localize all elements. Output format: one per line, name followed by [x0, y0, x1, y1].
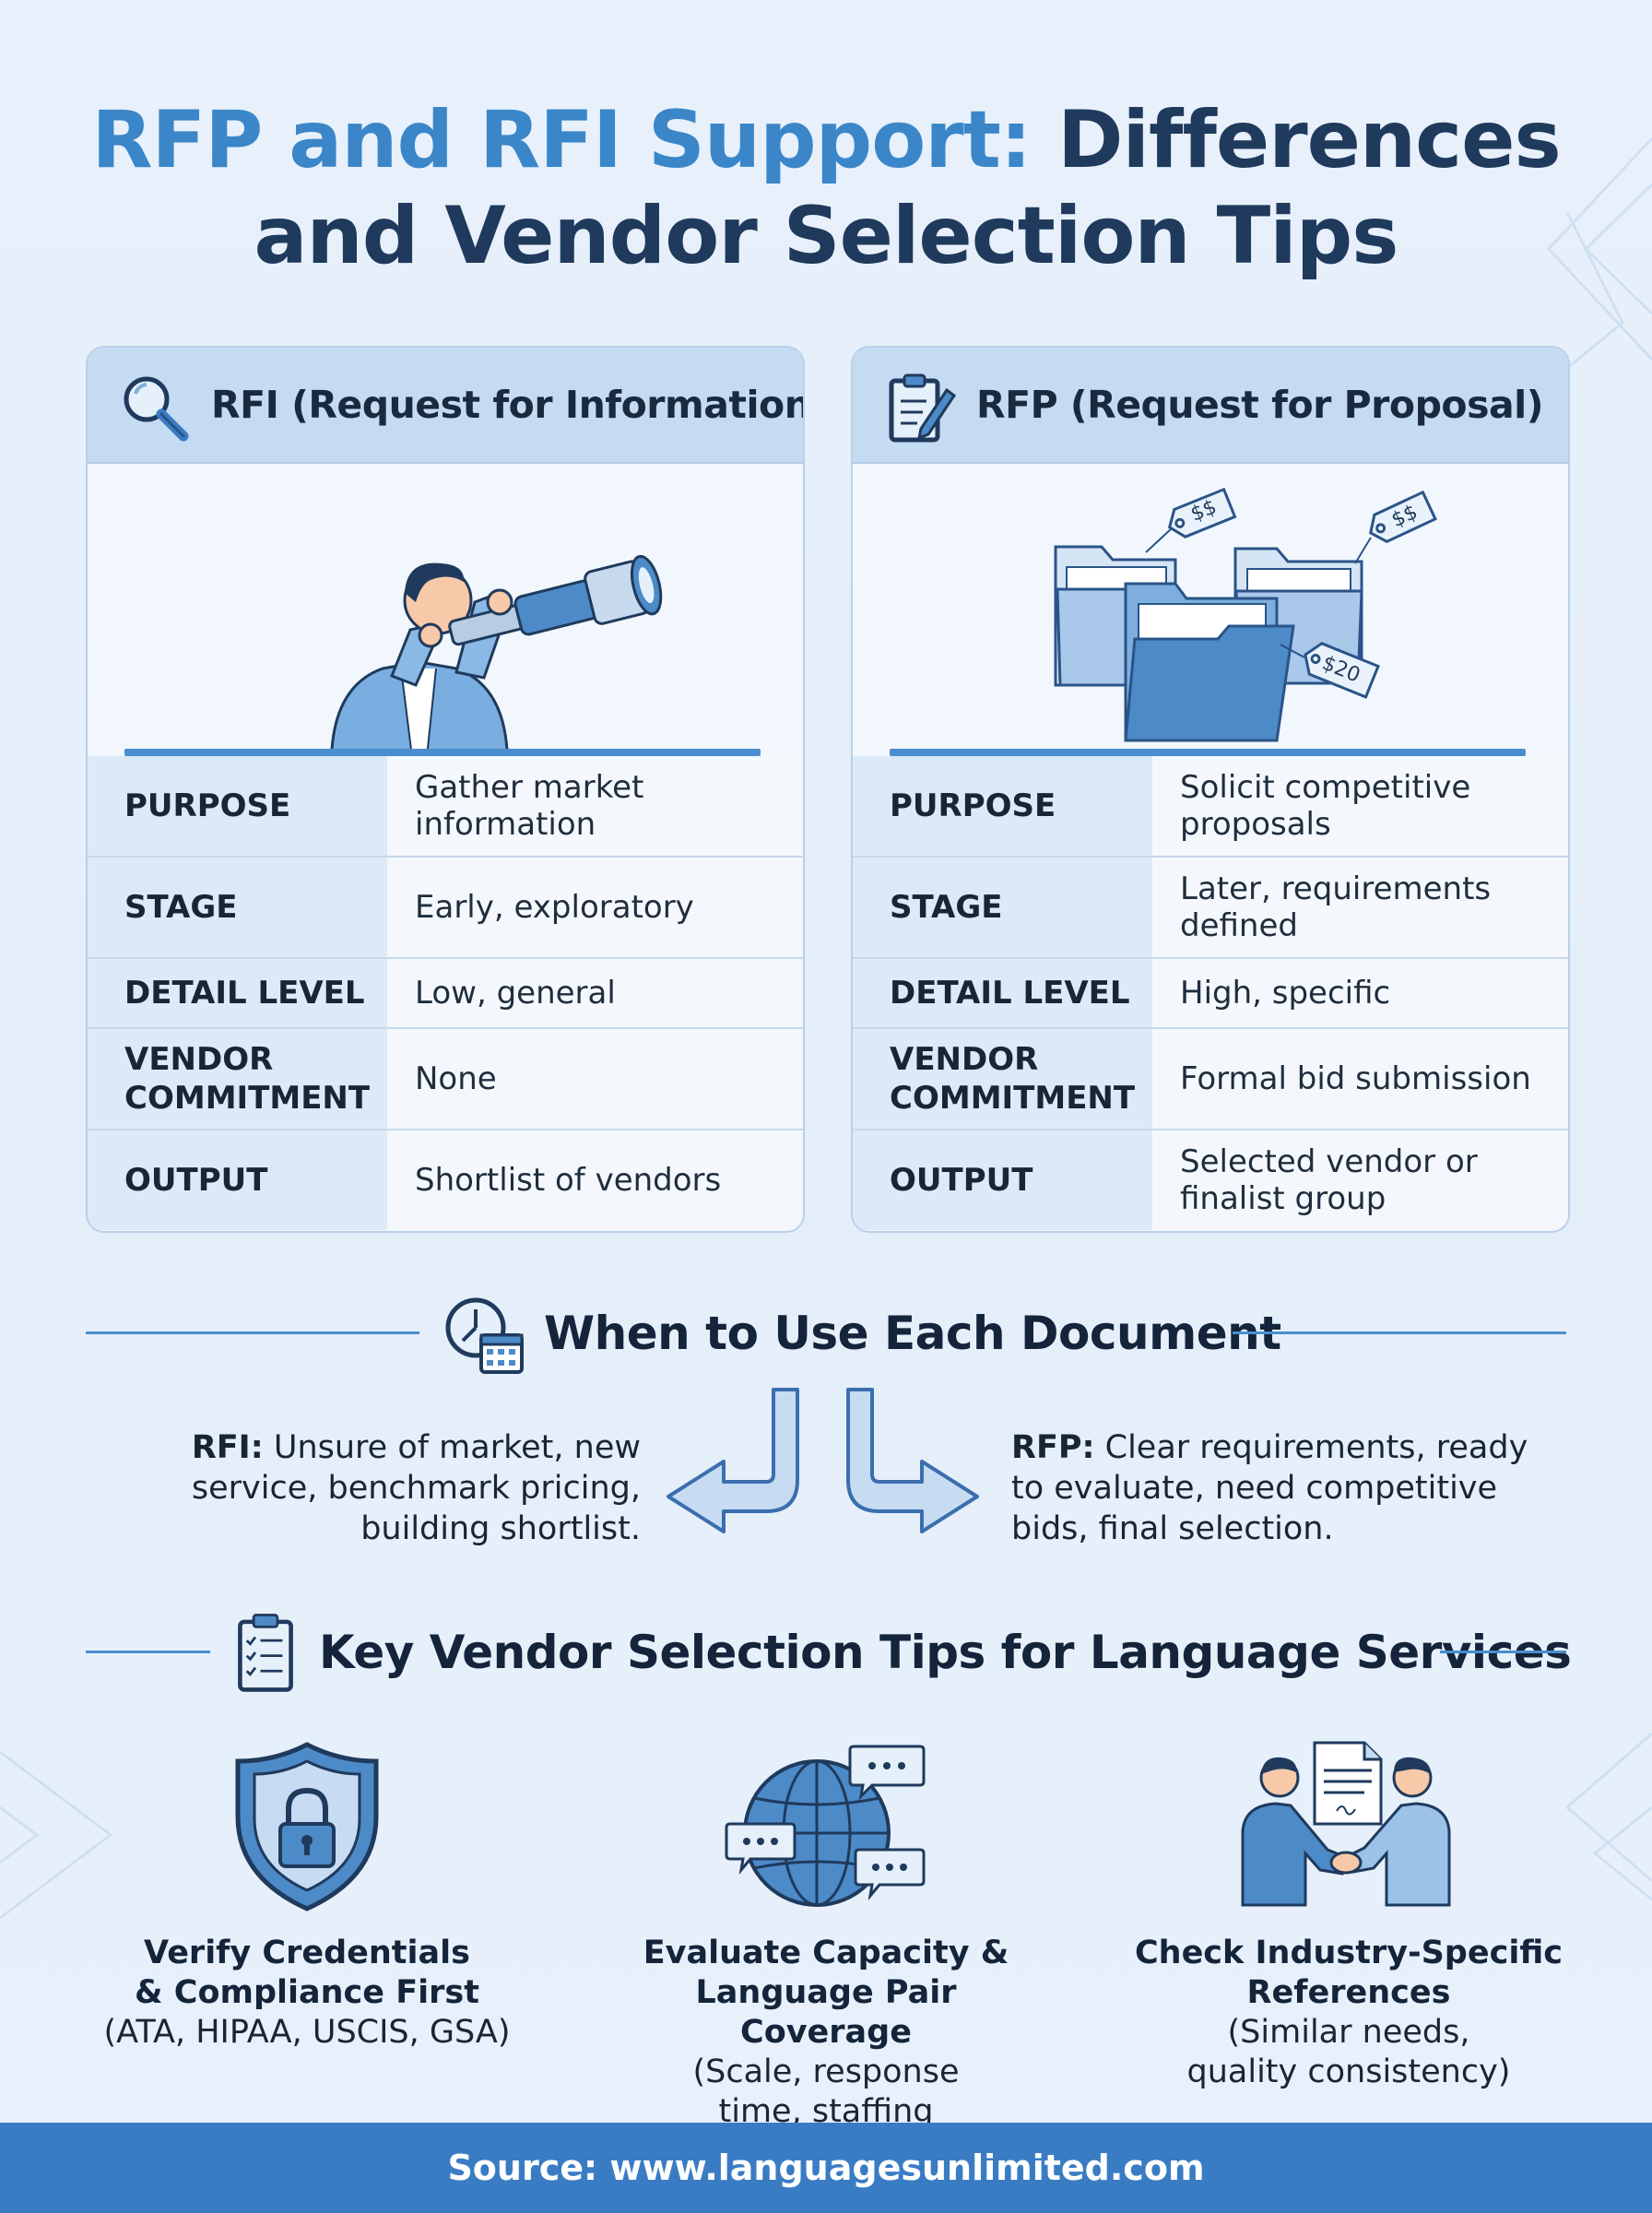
row-label: STAGE [88, 858, 387, 957]
handshake-document-icon [1241, 1741, 1451, 1907]
split-arrows-icon [667, 1388, 979, 1533]
tips-title: Key Vendor Selection Tips for Language S… [319, 1626, 1572, 1679]
row-value: Low, general [387, 959, 803, 1027]
heading-rule [86, 1331, 419, 1334]
row-value: Formal bid submission [1152, 1029, 1568, 1129]
rfi-table: PURPOSE Gather market information STAGE … [88, 756, 803, 1230]
when-to-use-heading: When to Use Each Document [0, 1287, 1652, 1379]
row-label: OUTPUT [88, 1130, 387, 1230]
rfi-divider [124, 749, 761, 756]
rfi-card-title: RFI (Request for Information) [211, 383, 805, 427]
rfp-table: PURPOSE Solicit competitive proposals ST… [853, 756, 1568, 1230]
tip-title: Check Industry-Specific References [1134, 1935, 1564, 2011]
title-accent: RFP and RFI Support: [91, 94, 1032, 186]
checklist-icon [238, 1614, 293, 1692]
tip-title: Evaluate Capacity & Language Pair Covera… [643, 1935, 1009, 2051]
table-row: PURPOSE Gather market information [88, 756, 803, 856]
tips-heading: Key Vendor Selection Tips for Language S… [0, 1606, 1652, 1698]
rfp-when-text: RFP: Clear requirements, ready to evalua… [1011, 1427, 1546, 1549]
clock-calendar-icon [445, 1297, 524, 1374]
rfp-card: RFP (Request for Proposal) [851, 346, 1570, 1233]
row-label: VENDOR COMMITMENT [853, 1029, 1152, 1129]
row-value: High, specific [1152, 959, 1568, 1027]
row-value: None [387, 1029, 803, 1129]
row-label: DETAIL LEVEL [853, 959, 1152, 1027]
heading-rule [86, 1651, 210, 1653]
row-value: Early, exploratory [387, 858, 803, 957]
heading-rule [1233, 1331, 1566, 1334]
rfp-card-header: RFP (Request for Proposal) [853, 348, 1568, 464]
when-to-use-title: When to Use Each Document [544, 1307, 1281, 1360]
row-value: Solicit competitive proposals [1152, 756, 1568, 856]
table-row: OUTPUT Selected vendor or finalist group [853, 1129, 1568, 1230]
tip-detail: (ATA, HIPAA, USCIS, GSA) [103, 2014, 511, 2051]
telescope-person-illustration [330, 554, 663, 759]
source-footer: Source: www.languagesunlimited.com [0, 2123, 1652, 2213]
table-row: PURPOSE Solicit competitive proposals [853, 756, 1568, 856]
row-value: Gather market information [387, 756, 803, 856]
row-label: PURPOSE [853, 756, 1152, 856]
rfi-when-body: Unsure of market, new service, benchmark… [191, 1429, 641, 1547]
title-rest: Differences [1057, 94, 1561, 186]
title-line-2: and Vendor Selection Tips [254, 190, 1399, 282]
rfi-when-text: RFI: Unsure of market, new service, benc… [138, 1427, 641, 1549]
table-row: VENDOR COMMITMENT None [88, 1027, 803, 1129]
heading-rule [1440, 1651, 1566, 1653]
tip-references: Check Industry-Specific References (Simi… [1091, 1934, 1607, 2092]
tip-credentials: Verify Credentials & Compliance First (A… [49, 1934, 565, 2053]
rfi-card-header: RFI (Request for Information) [88, 348, 803, 464]
row-label: OUTPUT [853, 1130, 1152, 1230]
row-value: Shortlist of vendors [387, 1130, 803, 1230]
row-label: DETAIL LEVEL [88, 959, 387, 1027]
clipboard-pen-icon [889, 373, 957, 443]
globe-chat-icon [725, 1745, 926, 1907]
table-row: DETAIL LEVEL Low, general [88, 957, 803, 1027]
rfp-when-body: Clear requirements, ready to evaluate, n… [1011, 1429, 1528, 1547]
tip-title: Verify Credentials & Compliance First [135, 1935, 479, 2011]
row-value: Selected vendor or finalist group [1152, 1130, 1568, 1230]
shield-lock-icon [235, 1742, 379, 1911]
table-row: VENDOR COMMITMENT Formal bid submission [853, 1027, 1568, 1129]
rfp-divider [890, 749, 1526, 756]
row-value: Later, requirements defined [1152, 858, 1568, 957]
table-row: DETAIL LEVEL High, specific [853, 957, 1568, 1027]
folders-price-tags-illustration: $$ $$ $20 [1054, 487, 1437, 742]
rfi-when-label: RFI: [191, 1429, 264, 1466]
rfp-when-label: RFP: [1011, 1429, 1095, 1466]
row-label: STAGE [853, 858, 1152, 957]
row-label: VENDOR COMMITMENT [88, 1029, 387, 1129]
magnifier-icon [124, 376, 189, 442]
page-title: RFP and RFI Support: Differences and Ven… [0, 92, 1652, 284]
table-row: STAGE Later, requirements defined [853, 856, 1568, 957]
row-label: PURPOSE [88, 756, 387, 856]
tip-detail: (Similar needs, quality consistency) [1186, 2014, 1511, 2090]
table-row: OUTPUT Shortlist of vendors [88, 1129, 803, 1230]
table-row: STAGE Early, exploratory [88, 856, 803, 957]
rfp-card-title: RFP (Request for Proposal) [976, 383, 1543, 427]
rfi-card: RFI (Request for Information) PURPOSE Ga… [86, 346, 805, 1233]
